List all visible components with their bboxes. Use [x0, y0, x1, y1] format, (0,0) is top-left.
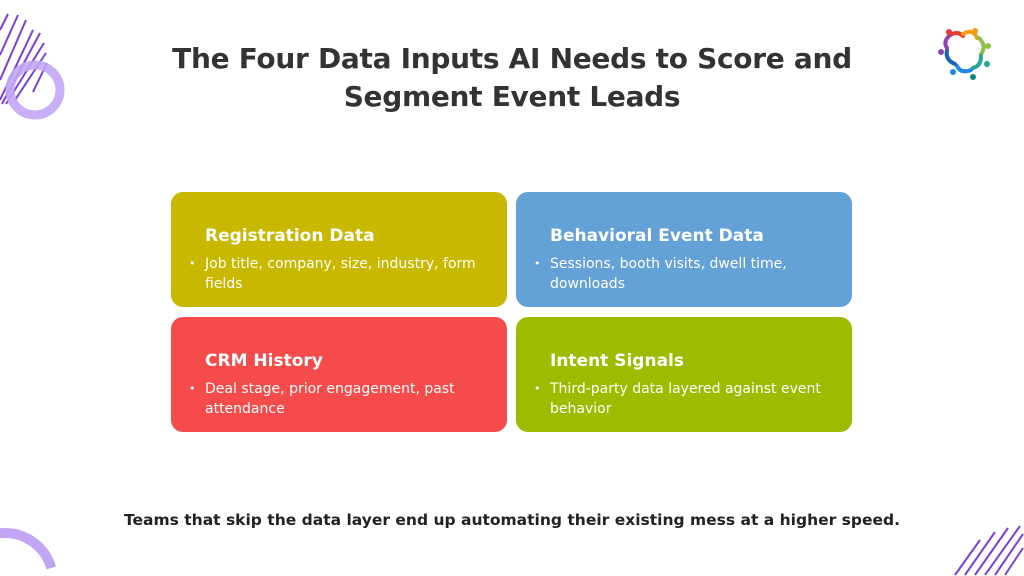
logo-icon — [938, 28, 991, 80]
card-heading: Behavioral Event Data — [550, 226, 764, 246]
page-title: The Four Data Inputs AI Needs to Score a… — [172, 42, 852, 113]
card-bullet: Deal stage, prior engagement, past atten… — [189, 379, 507, 419]
card-bullet: Job title, company, size, industry, form… — [189, 254, 507, 294]
card-crm-history: CRM History Deal stage, prior engagement… — [171, 317, 507, 432]
card-intent-signals: Intent Signals Third-party data layered … — [516, 317, 852, 432]
card-bullet: Third-party data layered against event b… — [534, 379, 852, 419]
card-registration-data: Registration Data Job title, company, si… — [171, 192, 507, 307]
card-heading: CRM History — [205, 351, 323, 371]
card-bullet: Sessions, booth visits, dwell time, down… — [534, 254, 852, 294]
card-heading: Registration Data — [205, 226, 375, 246]
card-heading: Intent Signals — [550, 351, 684, 371]
ring-decoration-bottom-left — [0, 528, 57, 570]
card-behavioral-event-data: Behavioral Event Data Sessions, booth vi… — [516, 192, 852, 307]
footer-note: Teams that skip the data layer end up au… — [123, 511, 900, 529]
stripes-decoration-top-left — [0, 13, 65, 120]
stripes-decoration-bottom-right — [954, 525, 1024, 576]
